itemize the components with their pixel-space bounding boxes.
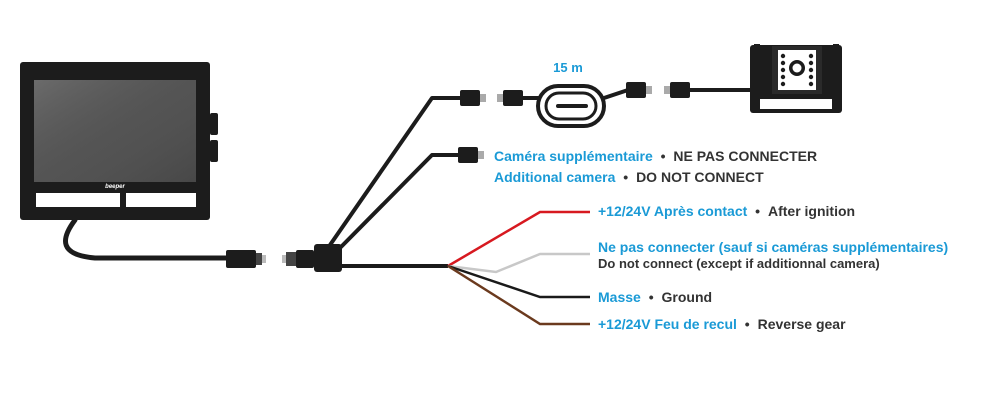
separator-bullet: • — [649, 289, 654, 305]
monitor-side-knob-top — [210, 113, 218, 135]
extension-cable-stub-right — [603, 88, 629, 100]
cable-length-label: 15 m — [553, 60, 583, 75]
label-black-wire: Masse • Ground — [598, 289, 712, 305]
label-grey-wire-fr: Ne pas connecter (sauf si caméras supplé… — [598, 239, 948, 255]
label-extra-camera-fr-text: Caméra supplémentaire — [494, 148, 653, 164]
separator-bullet: • — [661, 148, 666, 164]
label-brown-wire-en: Reverse gear — [758, 316, 847, 332]
camera-branch-cable — [328, 96, 462, 247]
monitor-side-knob-bottom — [210, 140, 218, 162]
camera-ir-leds — [780, 53, 814, 87]
extension-cable-connector-left — [497, 90, 523, 106]
additional-camera-cable — [334, 153, 460, 254]
label-extra-camera-fr: Caméra supplémentaire • NE PAS CONNECTER — [494, 148, 817, 164]
brand-logo: beeper — [105, 184, 125, 190]
camera-branch-connector — [460, 90, 486, 106]
label-brown-wire: +12/24V Feu de recul • Reverse gear — [598, 316, 846, 332]
additional-camera-connector — [458, 147, 484, 163]
wire-black — [447, 264, 590, 299]
wire-grey — [447, 252, 590, 274]
label-red-wire: +12/24V Après contact • After ignition — [598, 203, 855, 219]
label-black-wire-en: Ground — [662, 289, 713, 305]
label-red-wire-en: After ignition — [768, 203, 855, 219]
separator-bullet: • — [745, 316, 750, 332]
label-extra-camera-fr-note: NE PAS CONNECTER — [673, 148, 817, 164]
label-brown-wire-fr: +12/24V Feu de recul — [598, 316, 737, 332]
monitor-button-right — [126, 193, 196, 207]
label-black-wire-fr: Masse — [598, 289, 641, 305]
harness-plug — [282, 250, 314, 268]
monitor: beeper — [20, 62, 218, 220]
separator-bullet: • — [755, 203, 760, 219]
monitor-button-left — [36, 193, 120, 207]
camera-cable-connector — [664, 82, 690, 98]
separator-bullet: • — [623, 169, 628, 185]
label-extra-camera-en-text: Additional camera — [494, 169, 616, 185]
wire-brown — [447, 264, 590, 326]
rear-camera — [750, 44, 842, 113]
extension-cable-coil — [536, 84, 606, 128]
camera-bracket-slot — [760, 99, 832, 109]
extension-cable-connector-right — [626, 82, 652, 98]
monitor-cable — [63, 217, 231, 261]
label-extra-camera-en: Additional camera • DO NOT CONNECT — [494, 169, 764, 185]
wire-red — [447, 210, 590, 268]
monitor-screen-gloss — [34, 80, 196, 182]
label-extra-camera-en-note: DO NOT CONNECT — [636, 169, 764, 185]
label-red-wire-fr: +12/24V Après contact — [598, 203, 748, 219]
monitor-plug — [226, 250, 266, 268]
label-grey-wire-en: Do not connect (except if additionnal ca… — [598, 256, 880, 271]
camera-lens — [792, 63, 802, 73]
